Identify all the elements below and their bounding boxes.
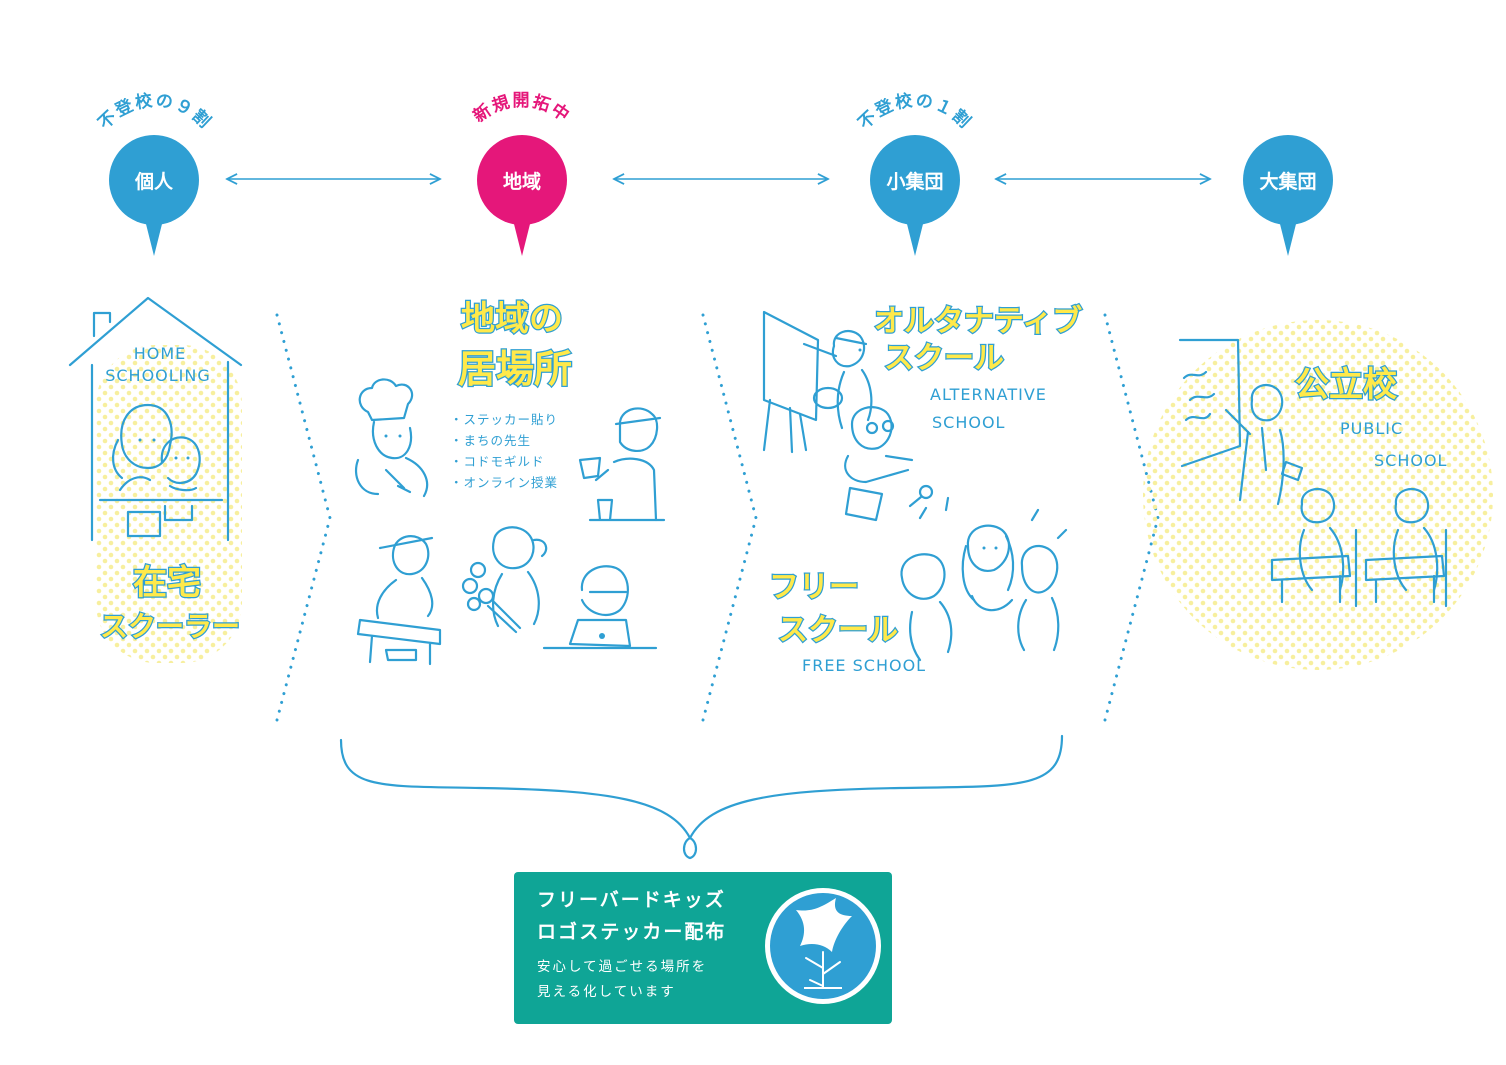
online-teacher-illustration <box>542 565 658 650</box>
alternative-jp-line1: オルタナティブ <box>874 304 1082 339</box>
separator-chevron-1 <box>275 313 332 722</box>
free-jp-line1: フリー <box>769 570 859 605</box>
panel-small-group: オルタナティブ スクール ALTERNATIVE SCHOOL <box>762 303 1083 675</box>
panel-home-schooling: HOME SCHOOLING 在宅 スクーラー <box>68 296 243 663</box>
free-school-kids-illustration <box>900 496 1068 662</box>
house-roof-icon <box>68 296 243 367</box>
alternative-jp-line2: スクール <box>884 341 1004 376</box>
community-jp-line1: 地域の <box>461 299 563 339</box>
sticker-info-card: フリーバードキッズ ロゴステッカー配布 安心して過ごせる場所を 見える化していま… <box>514 872 892 1024</box>
community-item-online: ・オンライン授業 <box>450 475 558 490</box>
community-jp-line2: 居場所 <box>458 347 572 391</box>
brace-connector <box>339 734 1064 840</box>
kid-magnifier-illustration <box>844 406 934 522</box>
stage-pin-community: 地域 <box>477 135 567 256</box>
students-illustration <box>1270 487 1448 608</box>
parent-child-illustration <box>98 403 224 538</box>
stage-note-individual: 不登校の９割 <box>95 90 216 134</box>
card-title-line2: ロゴステッカー配布 <box>537 920 726 943</box>
alternative-en-line1: ALTERNATIVE <box>930 385 1047 404</box>
dot-background-circle <box>1143 320 1493 670</box>
painter-illustration <box>762 310 873 454</box>
teacher-illustration <box>1224 383 1304 506</box>
alternative-en-line2: SCHOOL <box>932 413 1005 432</box>
stage-pin-large-group: 大集団 <box>1243 135 1333 256</box>
free-en: FREE SCHOOL <box>802 656 926 675</box>
stage-label-large-group: 大集団 <box>1259 170 1316 193</box>
barista-illustration <box>578 407 666 522</box>
florist-illustration <box>461 526 548 634</box>
free-jp-line2: スクール <box>778 613 898 648</box>
home-jp-line1: 在宅 <box>133 563 201 603</box>
home-jp-line2: スクーラー <box>100 610 240 643</box>
public-en-line1: PUBLIC <box>1340 419 1403 438</box>
community-item-guild: ・コドモギルド <box>450 454 545 469</box>
freebird-logo-sticker-icon <box>765 888 881 1004</box>
public-en-line2: SCHOOL <box>1374 451 1447 470</box>
stage-pin-individual: 個人 <box>109 135 199 256</box>
home-en-line1: HOME <box>134 344 187 363</box>
stage-label-small-group: 小集団 <box>886 170 943 193</box>
public-jp: 公立校 <box>1295 365 1397 405</box>
stage-label-individual: 個人 <box>134 171 174 193</box>
card-sub-line2: 見える化しています <box>537 984 676 1000</box>
card-title-line1: フリーバードキッズ <box>537 888 726 911</box>
chef-illustration <box>354 378 429 498</box>
woodworker-illustration <box>356 535 442 666</box>
panel-community: 地域の 居場所 ・ステッカー貼り ・まちの先生 ・コドモギルド ・オンライン授業 <box>354 298 666 666</box>
community-item-teacher: ・まちの先生 <box>450 433 531 448</box>
stage-pin-small-group: 小集団 <box>870 135 960 256</box>
dot-background <box>96 345 242 663</box>
card-sub-line1: 安心して過ごせる場所を <box>537 959 707 975</box>
stage-note-community: 新規開拓中 <box>469 91 574 127</box>
community-item-sticker: ・ステッカー貼り <box>450 412 558 427</box>
panel-public-school: 公立校 PUBLIC SCHOOL <box>1143 320 1493 670</box>
separator-chevron-2 <box>701 313 758 722</box>
stage-note-small-group: 不登校の１割 <box>855 90 976 134</box>
stage-label-community: 地域 <box>503 170 541 193</box>
home-en-line2: SCHOOLING <box>105 366 211 385</box>
